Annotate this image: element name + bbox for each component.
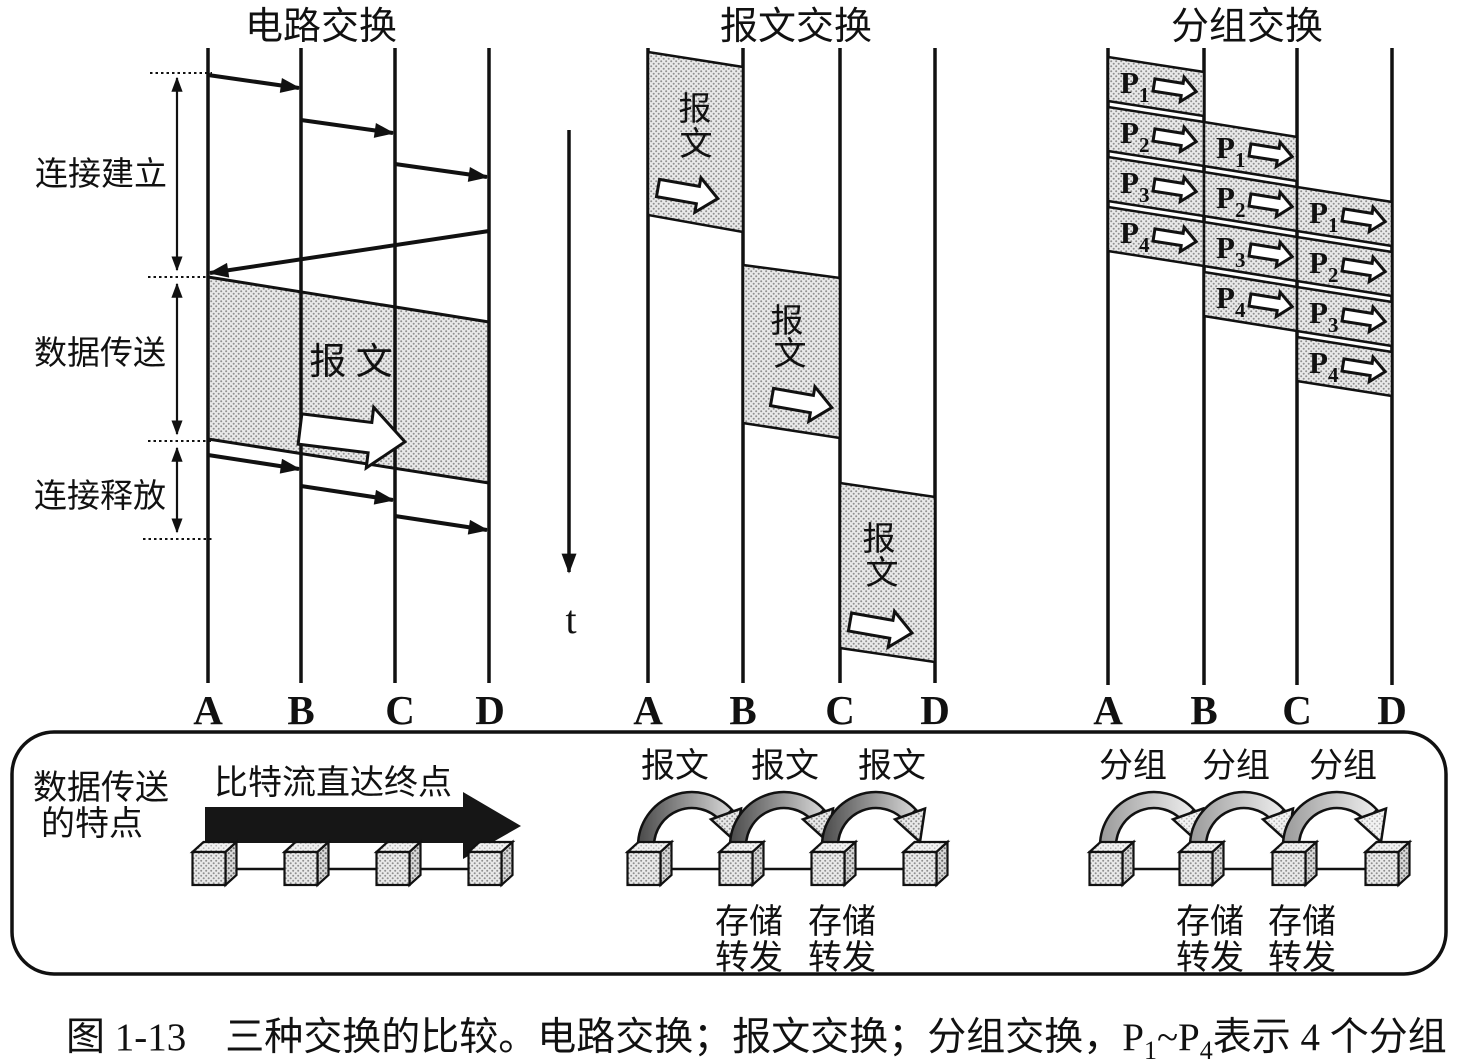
message-feature: 报文 报文 报文 存储 转发 存储 转发 [626,747,949,977]
packet-panel-title: 分组交换 [1171,6,1323,48]
packet-node-B: B [1190,687,1217,733]
circuit-node-B: B [287,687,314,733]
packet-label-P2-BC: P2 [1216,180,1245,222]
circuit-message-band [208,277,489,483]
packet-label-P1-CD: P1 [1309,195,1338,237]
packet-store-forward-2-line2: 转发 [1268,939,1336,977]
message-store-forward-1-line1: 存储 [715,903,783,941]
packet-panel: 分组交换 P1 P2 P3 P4 P1 P2 [1093,6,1407,733]
phase-label-setup: 连接建立 [35,156,167,193]
message-panel-title: 报文交换 [720,6,872,48]
release-arrow-A-B [207,453,301,474]
time-axis-label: t [565,597,576,642]
circuit-feature: 比特流直达终点 [191,764,521,887]
packet-label-P1-AB: P1 [1120,65,1149,107]
release-arrow-B-C [300,484,395,505]
message-store-forward-2-line1: 存储 [808,903,876,941]
bitstream-arrow-icon [205,792,521,859]
message-block-BC-label-1: 报 [771,303,804,340]
message-node-C: C [825,687,855,733]
node-cube-icon [283,840,330,887]
message-hop-label-1: 报文 [641,747,709,785]
packet-store-forward-2-line1: 存储 [1268,903,1336,941]
node-cube-icon [718,840,765,887]
circuit-message-label: 报 文 [309,341,392,383]
setup-arrow-B-C [300,118,395,138]
packet-store-forward-1-line2: 转发 [1176,939,1244,977]
packet-label-P2-CD: P2 [1309,245,1338,287]
message-block-AB-label-2: 文 [680,126,713,163]
packet-label-P3-BC: P3 [1216,230,1245,272]
packet-hop-label-1: 分组 [1099,747,1167,785]
node-cube-icon [375,840,422,887]
release-arrow-C-D [394,514,489,535]
packet-store-forward-1-line1: 存储 [1176,903,1244,941]
phase-label-release: 连接释放 [34,478,166,515]
message-block-AB-label-1: 报 [679,91,712,128]
time-axis: t [561,130,577,642]
circuit-panel-title: 电路交换 [245,6,397,48]
message-store-forward-2-line2: 转发 [808,939,876,977]
packet-label-P4-BC: P4 [1216,280,1246,322]
packet-hop-AB: P1 P2 P3 P4 [1106,55,1206,268]
figure-caption: 图 1-13 三种交换的比较。电路交换；报文交换；分组交换，P1~P4表示 4 … [66,1016,1447,1063]
packet-hop-CD: P1 P2 P3 P4 [1295,185,1394,398]
circuit-panel: 电路交换 连接建立 数据传送 连接释放 报 文 [34,6,505,733]
packet-label-P2-AB: P2 [1120,115,1149,157]
message-block-BC-label-2: 文 [774,336,807,373]
node-cube-icon [1178,840,1225,887]
node-cube-icon [1364,840,1411,887]
packet-hop-label-2: 分组 [1202,747,1270,785]
packet-node-D: D [1377,687,1407,733]
message-hop-label-2: 报文 [751,747,819,785]
packet-label-P3-CD: P3 [1309,295,1338,337]
features-row-label-line1: 数据传送 [33,769,169,807]
packet-node-C: C [1282,687,1312,733]
features-box-border [10,730,1448,976]
message-block-CD-label-2: 文 [866,555,899,592]
message-hop-label-3: 报文 [858,747,926,785]
circuit-message-band-top-edge [207,275,490,324]
node-cube-icon [1271,840,1318,887]
features-box: 数据传送 的特点 比特流直达终点 报文 报文 报文 存储 转发 [10,730,1448,977]
packet-hop-label-3: 分组 [1309,747,1377,785]
packet-feature: 分组 分组 分组 存储 转发 存储 转发 [1088,747,1411,977]
features-row-label-line2: 的特点 [41,805,143,843]
phase-label-data: 数据传送 [34,335,166,372]
setup-ack-arrow-D-A [208,229,490,278]
node-cube-icon [191,840,238,887]
message-store-forward-1-line2: 转发 [715,939,783,977]
message-panel: 报文交换 报 文 报 文 报 文 A B C D [633,6,950,733]
node-cube-icon [810,840,857,887]
circuit-node-D: D [475,687,505,733]
setup-arrow-A-B [207,73,301,93]
circuit-message-band-bottom-edge [207,437,490,485]
node-cube-icon [467,840,514,887]
packet-label-P1-BC: P1 [1216,130,1245,172]
circuit-node-C: C [385,687,415,733]
message-block-CD-label-1: 报 [863,521,896,558]
packet-label-P4-CD: P4 [1309,345,1339,387]
message-node-D: D [920,687,950,733]
message-node-A: A [633,687,663,733]
node-cube-icon [626,840,673,887]
packet-label-P3-AB: P3 [1120,165,1149,207]
node-cube-icon [902,840,949,887]
packet-label-P4-AB: P4 [1120,215,1150,257]
setup-arrow-C-D [394,162,489,182]
circuit-node-A: A [193,687,223,733]
circuit-feature-label: 比特流直达终点 [214,764,452,802]
packet-node-A: A [1093,687,1123,733]
node-cube-icon [1088,840,1135,887]
message-node-B: B [729,687,756,733]
